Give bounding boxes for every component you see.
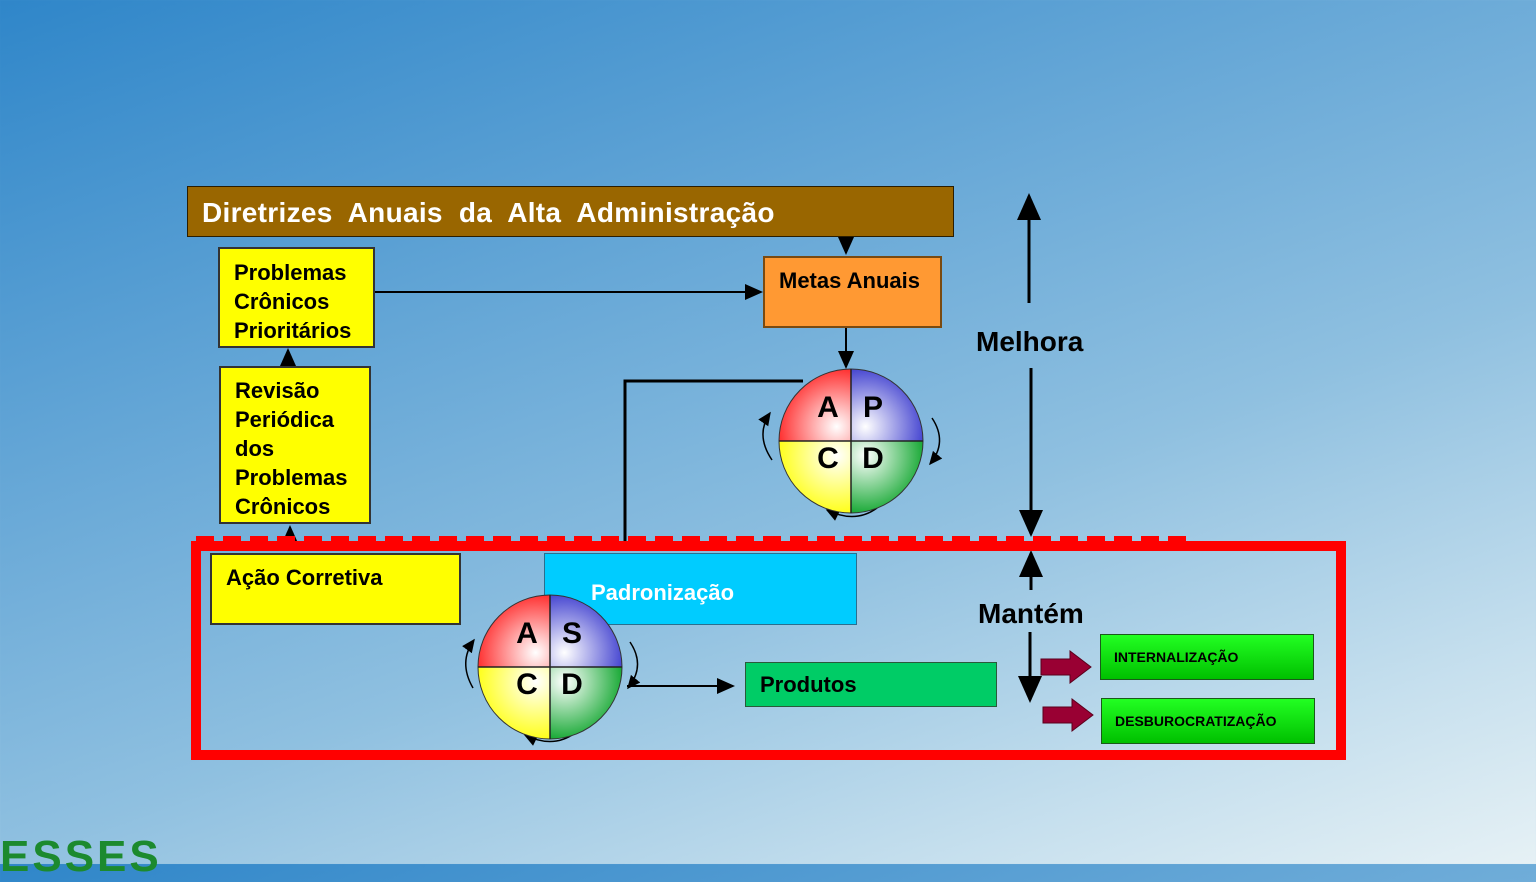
arrow-to-internalizacao [1040,649,1092,685]
quadrant-standardize [550,595,622,667]
letter-p: P [863,391,883,424]
box-desburocratizacao: DESBUROCRATIZAÇÃO [1101,698,1315,744]
rotation-arrow-bottom [825,507,878,521]
maintenance-frame-dashed-top [196,536,1191,543]
title-banner: Diretrizes Anuais da Alta Administração [187,186,954,237]
rotation-arrow-left-2 [462,638,475,689]
label-melhora: Melhora [976,326,1084,357]
rotation-arrow-left [758,411,773,461]
letter-s: S [562,617,582,650]
pdca-cycle-wheel: A P C D [778,368,924,514]
box-acao-corretiva: Ação Corretiva [210,553,461,625]
quadrant-check [779,441,851,513]
box-internalizacao: INTERNALIZAÇÃO [1100,634,1314,680]
quadrant-do [550,667,622,739]
quadrant-act [779,369,851,441]
letter-d: D [862,442,884,475]
box-revisao-periodica: Revisão Periódica dos Problemas Crônicos [219,366,371,524]
rotation-arrow-right-2 [627,641,641,690]
maintenance-frame [191,541,1346,760]
connector-cycle-to-padronizacao [623,379,803,541]
letter-a: A [817,391,839,424]
box-problemas-cronicos: Problemas Crônicos Prioritários [218,247,375,348]
arrow-to-desburocratizacao [1042,697,1094,733]
letter-a: A [516,617,538,650]
logo-fragment: ESSES [0,832,162,881]
letter-c: C [516,668,538,701]
box-produtos: Produtos [745,662,997,707]
rotation-arrow-right [929,417,943,466]
quadrant-act [478,595,550,667]
letter-d: D [561,668,583,701]
sdca-cycle-wheel: A S C D [477,594,623,740]
letter-c: C [817,442,839,475]
label-mantem: Mantém [978,598,1084,629]
quadrant-check [478,667,550,739]
quadrant-do [851,441,923,513]
connector-lines [280,193,1094,746]
box-metas-anuais: Metas Anuais [763,256,942,328]
quadrant-plan [851,369,923,441]
